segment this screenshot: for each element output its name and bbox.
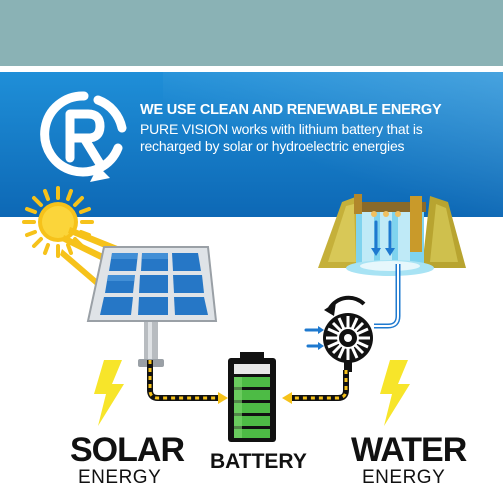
water-turbine-icon: [304, 295, 373, 372]
battery-icon: [228, 352, 276, 442]
sun-icon: [22, 186, 94, 258]
divider: [0, 66, 503, 72]
header-heading: WE USE CLEAN AND RENEWABLE ENERGY: [140, 102, 442, 118]
top-band: [0, 0, 503, 66]
header-description: PURE VISION works with lithium battery t…: [140, 121, 423, 154]
lightning-bolt-icon: [380, 360, 410, 426]
solar-panel-icon: [86, 246, 218, 367]
cable-solar-battery: [147, 360, 228, 404]
lightning-bolt-icon: [94, 360, 124, 426]
cable-water-battery: [282, 370, 349, 404]
waterfall-dam-icon: [318, 194, 466, 276]
water-pipe: [374, 264, 401, 329]
battery-label: BATTERY: [210, 450, 307, 473]
solar-subtitle: ENERGY: [78, 467, 162, 488]
recycle-r-logo-icon: [40, 91, 127, 182]
solar-title: SOLAR: [70, 431, 185, 469]
water-subtitle: ENERGY: [362, 467, 446, 488]
water-title: WATER: [351, 431, 467, 469]
